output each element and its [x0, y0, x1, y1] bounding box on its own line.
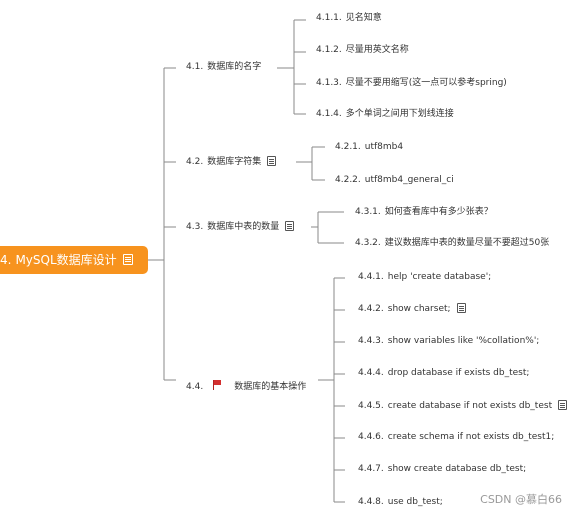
node-4-4-4[interactable]: 4.4.4.drop database if exists db_test;: [358, 367, 529, 379]
note-icon[interactable]: [558, 400, 568, 410]
node-number: 4.1.2.: [316, 45, 342, 55]
node-label: utf8mb4_general_ci: [364, 175, 454, 185]
watermark: CSDN @慕白66: [480, 493, 562, 506]
node-4-1-1[interactable]: 4.1.1.见名知意: [316, 12, 382, 24]
node-label: create schema if not exists db_test1;: [387, 432, 555, 442]
node-number: 4.4.2.: [358, 304, 384, 314]
note-icon[interactable]: [267, 156, 277, 166]
node-number: 4.4.4.: [358, 368, 384, 378]
node-number: 4.2.: [186, 157, 204, 167]
node-number: 4.1.: [186, 62, 204, 72]
node-4-1-2[interactable]: 4.1.2.尽量用英文名称: [316, 44, 409, 56]
node-number: 4.4.1.: [358, 272, 384, 282]
node-4-1[interactable]: 4.1.数据库的名字: [186, 61, 261, 73]
node-number: 4.4.3.: [358, 336, 384, 346]
node-4-4-5[interactable]: 4.4.5.create database if not exists db_t…: [358, 400, 568, 412]
node-number: 4.3.2.: [355, 238, 381, 248]
node-4-1-4[interactable]: 4.1.4.多个单词之间用下划线连接: [316, 108, 454, 120]
node-4-2-1[interactable]: 4.2.1.utf8mb4: [335, 141, 403, 153]
node-4-4[interactable]: 4.4. 数据库的基本操作: [186, 380, 306, 393]
node-label: show charset;: [387, 304, 451, 314]
node-label: 尽量用英文名称: [345, 45, 409, 55]
node-4-2[interactable]: 4.2.数据库字符集: [186, 156, 277, 168]
node-number: 4.4.6.: [358, 432, 384, 442]
root-node[interactable]: 4.MySQL数据库设计: [0, 246, 148, 274]
root-number: 4.: [0, 253, 12, 267]
node-4-3-1[interactable]: 4.3.1.如何查看库中有多少张表？: [355, 206, 493, 218]
node-number: 4.3.: [186, 222, 204, 232]
node-4-4-6[interactable]: 4.4.6.create schema if not exists db_tes…: [358, 431, 554, 443]
node-label: help 'create database';: [387, 272, 492, 282]
node-number: 4.2.1.: [335, 142, 361, 152]
node-label: drop database if exists db_test;: [387, 368, 530, 378]
node-label: 见名知意: [345, 13, 382, 23]
flag-icon: [213, 380, 222, 390]
node-4-4-8[interactable]: 4.4.8.use db_test;: [358, 496, 443, 508]
node-4-1-3[interactable]: 4.1.3.尽量不要用缩写(这一点可以参考spring): [316, 77, 507, 89]
node-number: 4.4.: [186, 382, 204, 392]
node-label: 数据库中表的数量: [207, 222, 280, 232]
node-label: 数据库字符集: [207, 157, 262, 167]
node-4-3-2[interactable]: 4.3.2.建议数据库中表的数量尽量不要超过50张: [355, 237, 549, 249]
node-number: 4.4.7.: [358, 464, 384, 474]
node-number: 4.1.4.: [316, 109, 342, 119]
node-label: create database if not exists db_test: [387, 401, 553, 411]
node-label: utf8mb4: [364, 142, 404, 152]
node-label: show variables like '%collation%';: [387, 336, 540, 346]
node-4-4-2[interactable]: 4.4.2.show charset;: [358, 303, 466, 315]
note-icon[interactable]: [285, 221, 295, 231]
node-label: 数据库的名字: [207, 62, 262, 72]
node-4-2-2[interactable]: 4.2.2.utf8mb4_general_ci: [335, 174, 454, 186]
node-label: 如何查看库中有多少张表？: [384, 207, 493, 217]
node-4-3[interactable]: 4.3.数据库中表的数量: [186, 221, 295, 233]
node-label: use db_test;: [387, 497, 443, 507]
node-number: 4.4.5.: [358, 401, 384, 411]
node-label: 多个单词之间用下划线连接: [345, 109, 454, 119]
node-label: 尽量不要用缩写(这一点可以参考spring): [345, 78, 507, 88]
node-label: 数据库的基本操作: [234, 382, 307, 392]
root-label: MySQL数据库设计: [15, 253, 117, 267]
note-icon[interactable]: [456, 303, 466, 313]
node-number: 4.3.1.: [355, 207, 381, 217]
node-number: 4.4.8.: [358, 497, 384, 507]
node-number: 4.1.3.: [316, 78, 342, 88]
node-label: 建议数据库中表的数量尽量不要超过50张: [384, 238, 550, 248]
node-number: 4.1.1.: [316, 13, 342, 23]
node-4-4-7[interactable]: 4.4.7.show create database db_test;: [358, 463, 526, 475]
node-4-4-1[interactable]: 4.4.1.help 'create database';: [358, 271, 491, 283]
node-number: 4.2.2.: [335, 175, 361, 185]
node-4-4-3[interactable]: 4.4.3.show variables like '%collation%';: [358, 335, 539, 347]
note-icon[interactable]: [122, 254, 133, 265]
node-label: show create database db_test;: [387, 464, 527, 474]
